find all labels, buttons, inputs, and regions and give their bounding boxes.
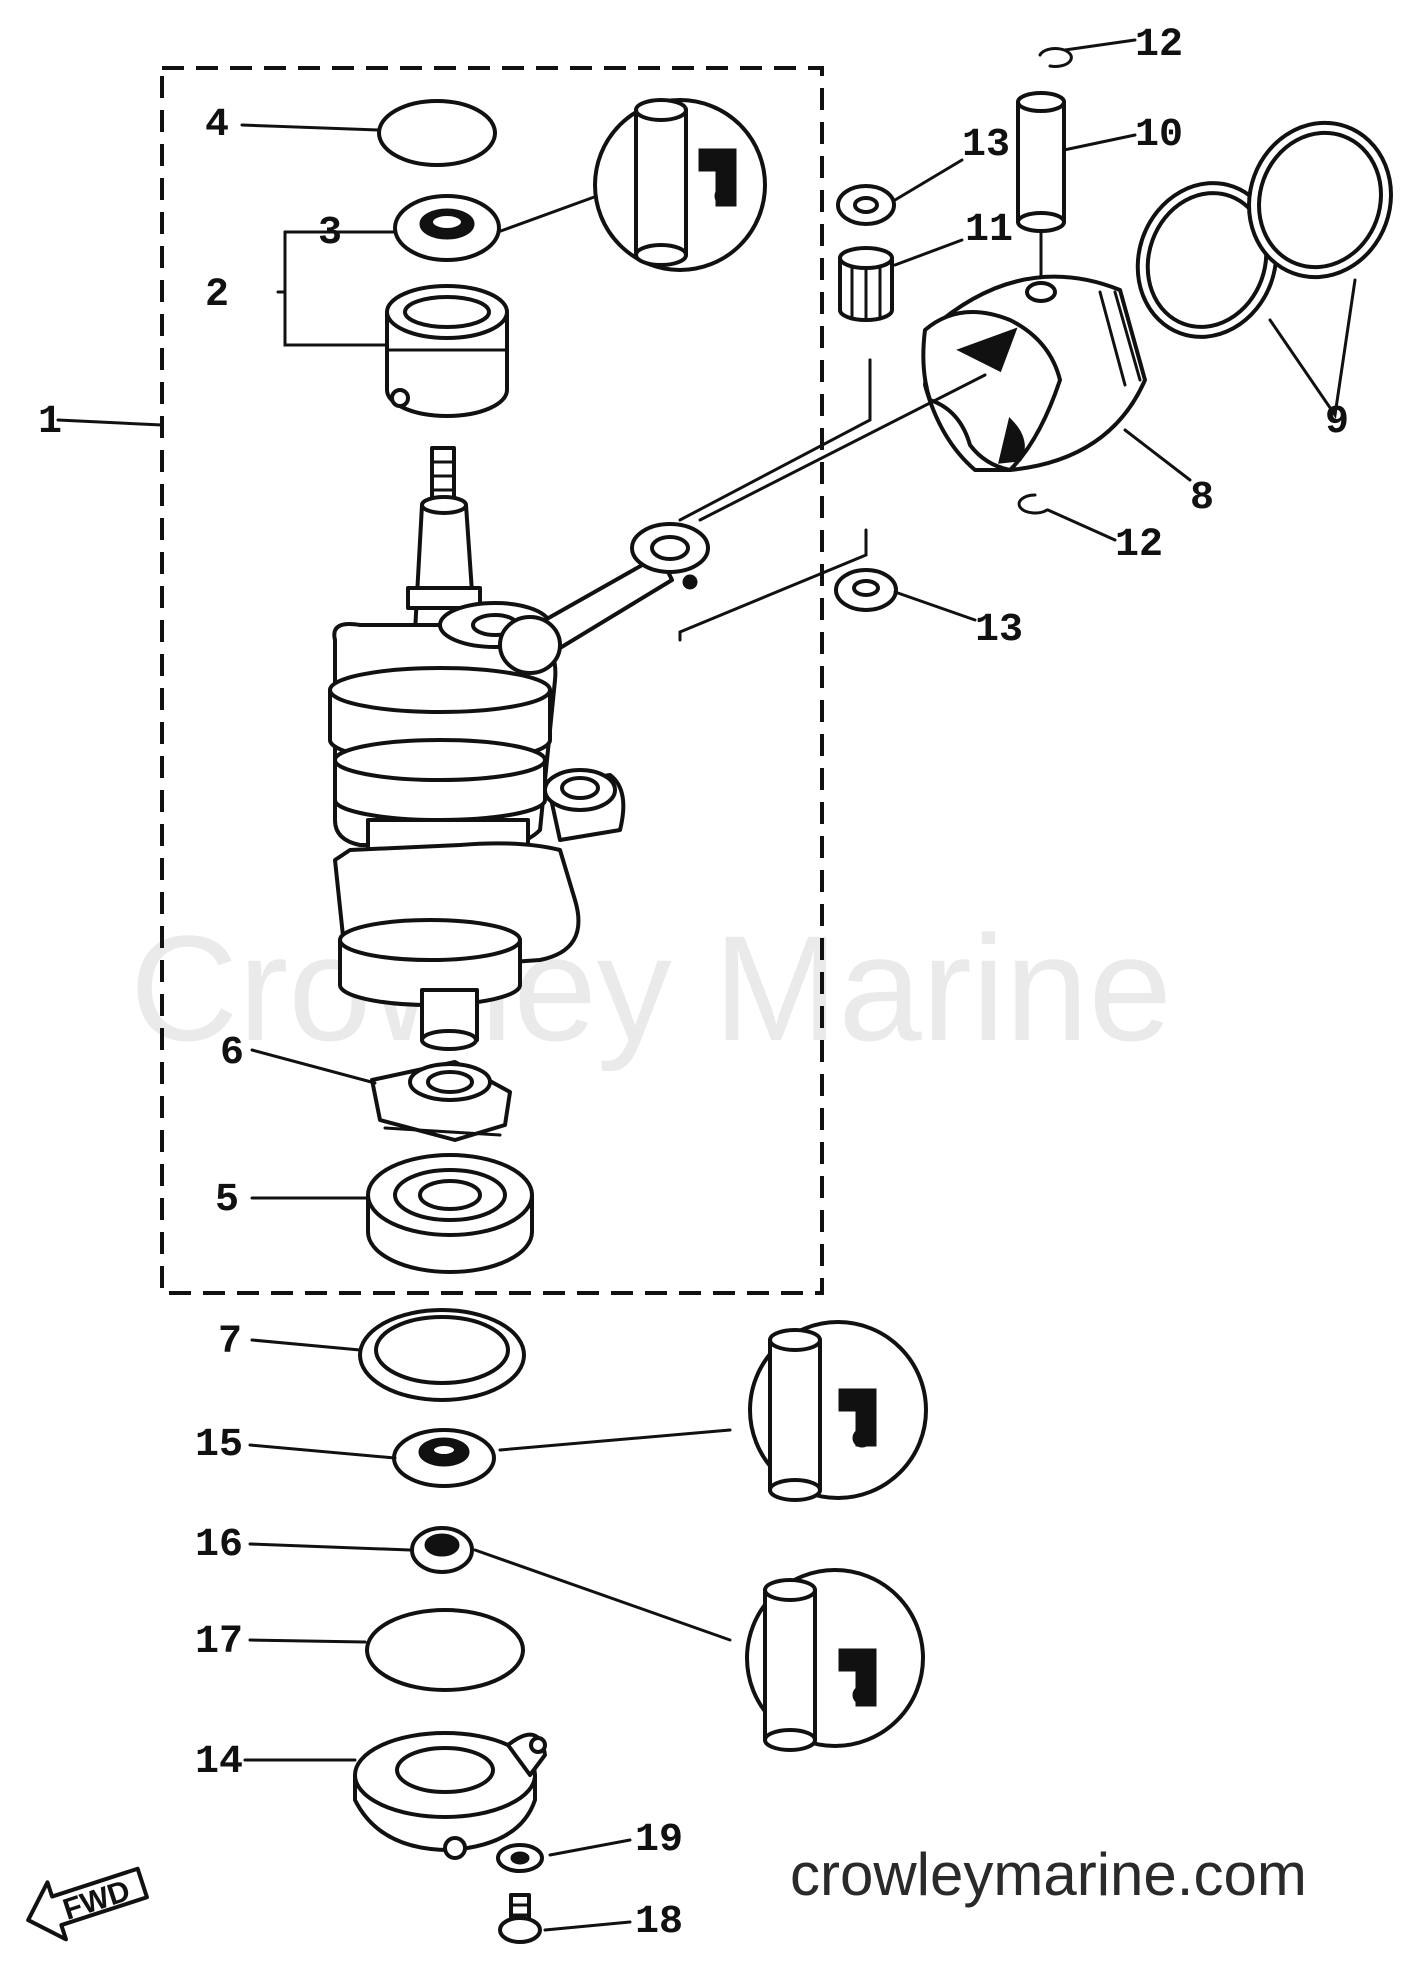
- callout-8: 8: [1190, 476, 1214, 521]
- part-4-o-ring[interactable]: [377, 99, 497, 167]
- seal-detail-magnifier-bottom: [473, 1548, 925, 1752]
- part-8-piston[interactable]: [921, 274, 1147, 472]
- connecting-rod[interactable]: [498, 522, 710, 675]
- part-14-lower-housing[interactable]: [353, 1731, 547, 1860]
- part-19-washer[interactable]: [496, 1843, 544, 1873]
- callout-5: 5: [215, 1178, 239, 1223]
- callout-19: 19: [635, 1818, 683, 1863]
- part-12-bottom-clip[interactable]: [1017, 493, 1049, 515]
- callout-12-top: 12: [1135, 23, 1183, 68]
- fwd-label: FWD: [59, 1874, 134, 1926]
- callout-16: 16: [195, 1523, 243, 1568]
- part-13-bottom-washer[interactable]: [834, 568, 898, 612]
- callout-12-bottom: 12: [1115, 523, 1163, 568]
- callout-13-bottom: 13: [975, 608, 1023, 653]
- seal-detail-magnifier-middle: [498, 1320, 928, 1502]
- part-3-oil-seal[interactable]: [393, 194, 501, 262]
- part-15-oil-seal[interactable]: [392, 1428, 496, 1488]
- callout-11: 11: [965, 208, 1013, 253]
- part-17-o-ring[interactable]: [365, 1608, 525, 1692]
- part-18-bolt[interactable]: [498, 1893, 542, 1944]
- callout-10: 10: [1135, 113, 1183, 158]
- callout-7: 7: [218, 1320, 242, 1365]
- part-6-bearing-housing[interactable]: [370, 1060, 512, 1142]
- callout-3: 3: [318, 211, 342, 256]
- leader-lines: [56, 38, 1357, 1932]
- callout-14: 14: [195, 1740, 243, 1785]
- callout-6: 6: [220, 1031, 244, 1076]
- callout-13-top: 13: [962, 123, 1010, 168]
- part-9-piston-rings[interactable]: [1116, 103, 1412, 357]
- callout-18: 18: [635, 1900, 683, 1945]
- part-11-needle-bearing[interactable]: [838, 246, 894, 322]
- part-5-ball-bearing[interactable]: [366, 1153, 534, 1274]
- crankshaft-assembly-boundary: [160, 66, 824, 1295]
- part-7-gasket[interactable]: [358, 1308, 526, 1402]
- fwd-direction-arrow: FWD: [26, 1866, 149, 1942]
- part-16-small-seal[interactable]: [410, 1526, 474, 1574]
- crankshaft[interactable]: [328, 446, 626, 1051]
- part-13-top-washer[interactable]: [836, 184, 896, 226]
- seal-detail-magnifier-top: [496, 98, 767, 272]
- callout-2: 2: [205, 273, 229, 318]
- callout-4: 4: [205, 103, 229, 148]
- callout-9: 9: [1325, 400, 1349, 445]
- callout-15: 15: [195, 1423, 243, 1468]
- callout-17: 17: [195, 1620, 243, 1665]
- website-url: crowleymarine.com: [790, 1841, 1307, 1908]
- part-12-top-clip[interactable]: [1038, 47, 1073, 68]
- watermark: Crowley Marine: [130, 904, 1172, 1072]
- part-2-bearing[interactable]: [385, 284, 509, 418]
- part-10-piston-pin[interactable]: [1016, 91, 1066, 282]
- callout-1: 1: [38, 400, 62, 445]
